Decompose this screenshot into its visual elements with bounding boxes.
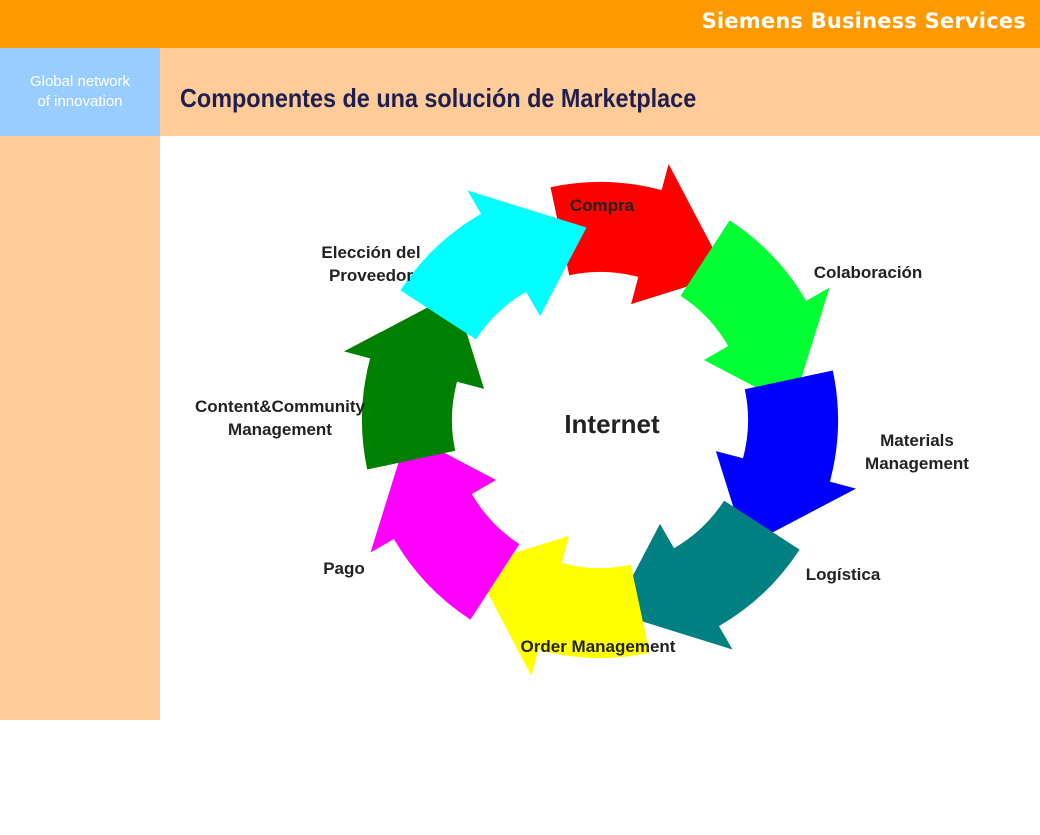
cycle-arrow-6 <box>370 433 520 620</box>
page-title: Componentes de una solución de Marketpla… <box>180 83 697 113</box>
center-label: Internet <box>564 409 660 439</box>
tagline: Global network of innovation <box>29 73 131 110</box>
siemens-logo: SIEMENS <box>9 802 157 835</box>
brand-name: Siemens Business Services <box>701 9 1026 33</box>
cycle-arrow-7 <box>344 293 485 470</box>
segment-label-1: Compra <box>570 196 635 215</box>
segment-label-5: Order Management <box>521 637 676 656</box>
segment-label-4: Logística <box>806 565 881 584</box>
cycle-arrow-8 <box>400 190 587 340</box>
title-band: Componentes de una solución de Marketpla… <box>160 48 1040 136</box>
top-bar: Siemens Business Services <box>0 0 1040 48</box>
cycle-arrow-1 <box>550 164 727 305</box>
cycle-arrow-4 <box>613 500 800 650</box>
cycle-arrow-5 <box>473 535 650 676</box>
segment-label-6: Pago <box>323 559 365 578</box>
segment-label-2: Colaboración <box>814 263 923 282</box>
cycle-arrow-2 <box>680 220 830 407</box>
tagline-box: Global network of innovation <box>0 48 160 136</box>
cycle-arrow-3 <box>715 370 856 547</box>
